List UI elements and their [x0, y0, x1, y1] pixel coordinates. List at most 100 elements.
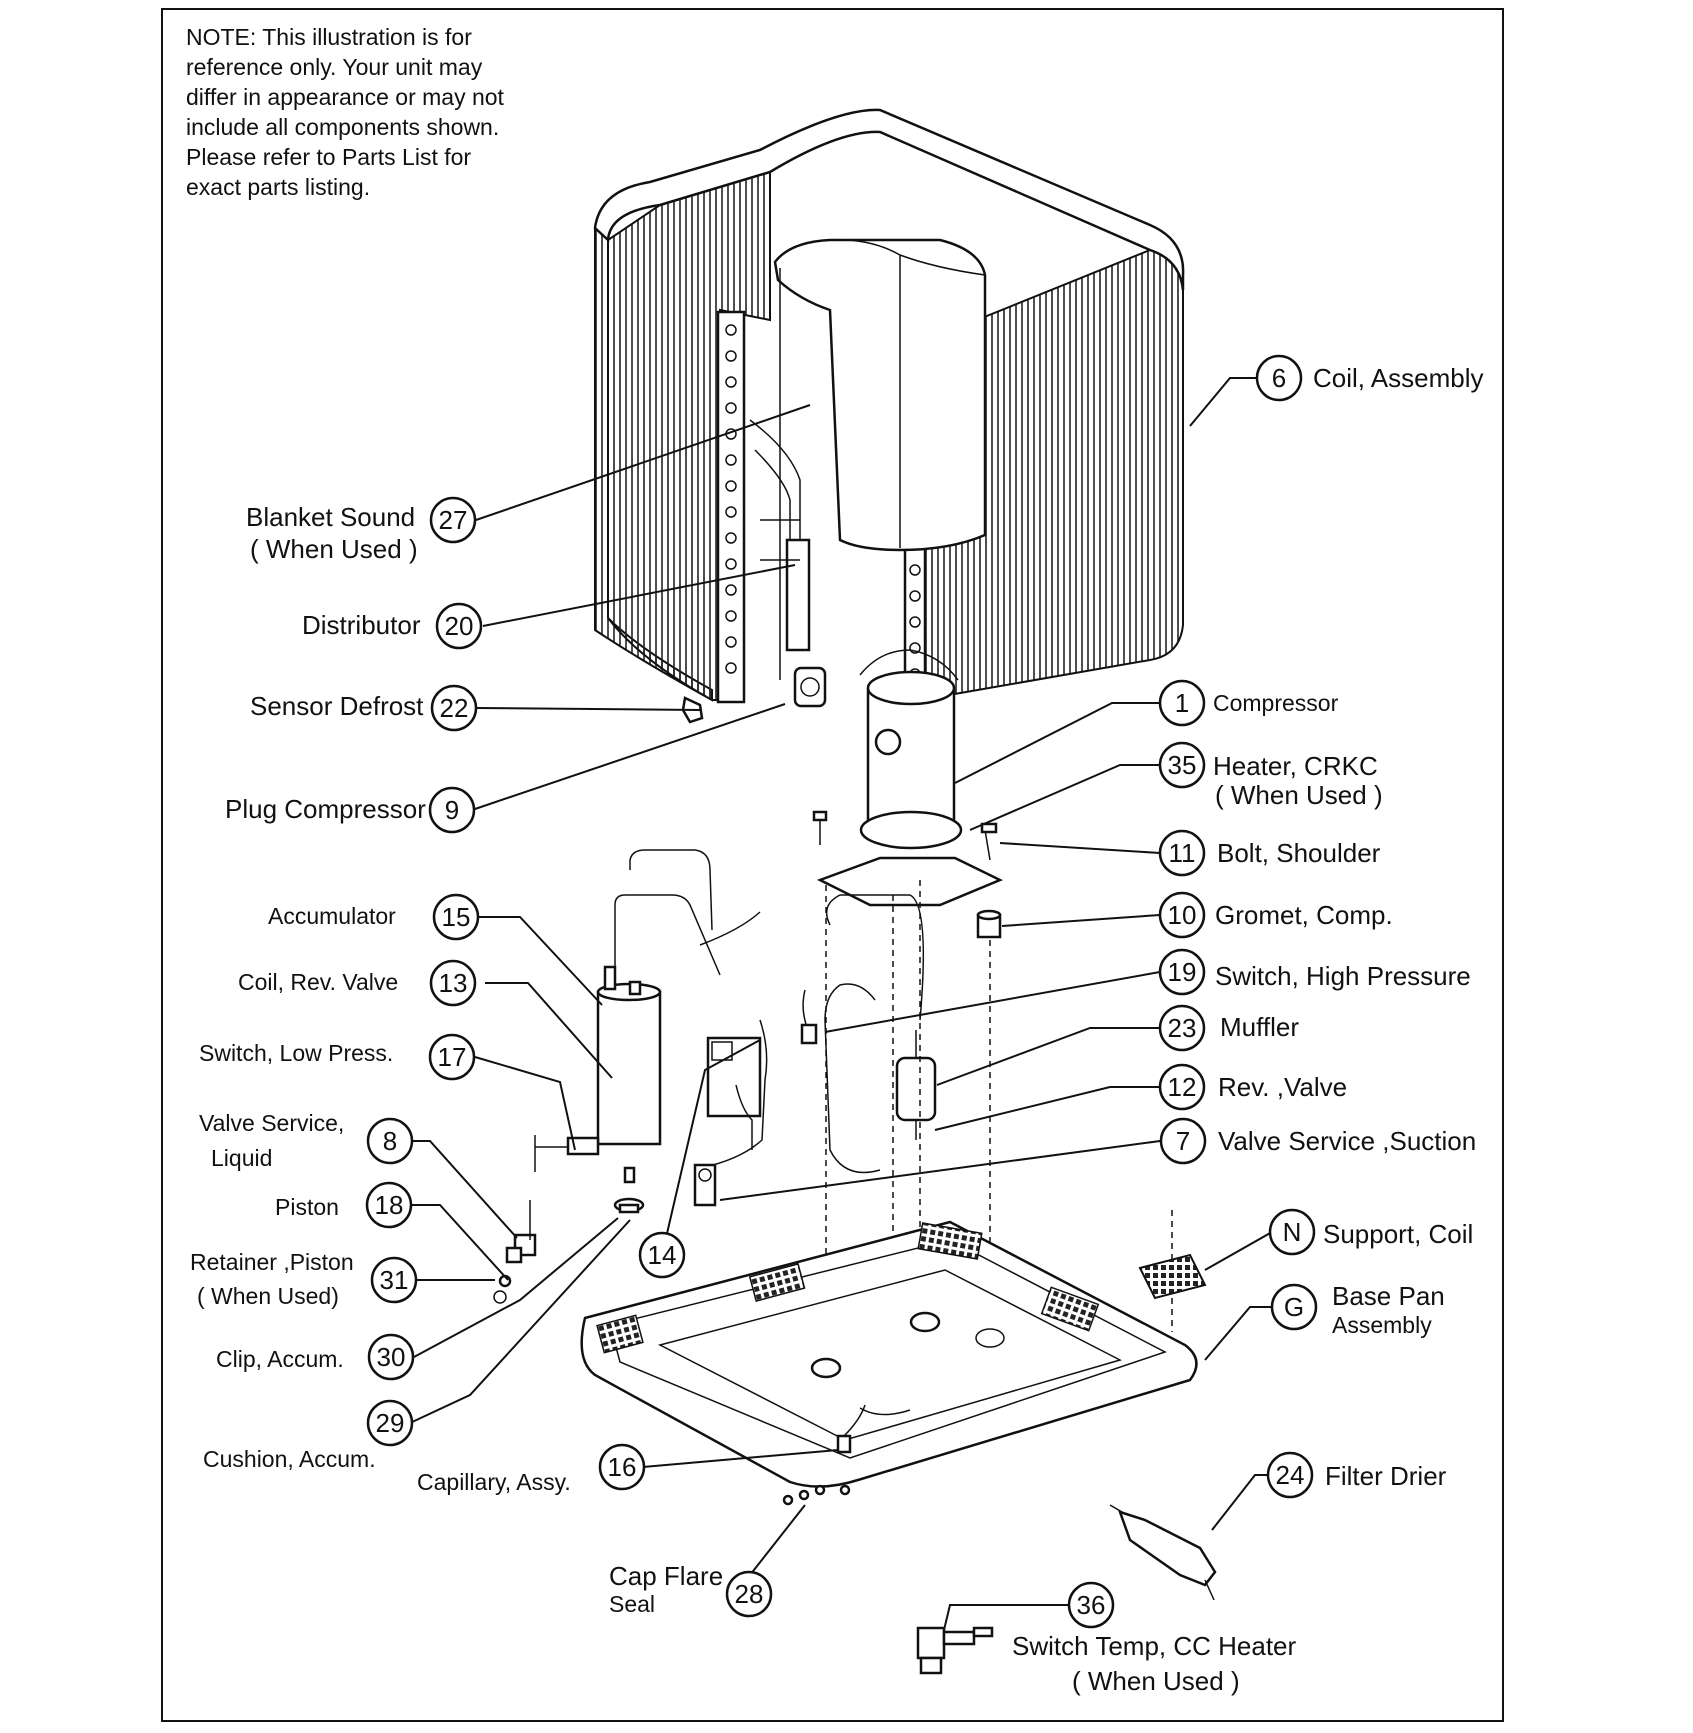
callout-label-2: Assembly: [1332, 1312, 1432, 1338]
callout-label: Switch Temp, CC Heater: [1012, 1631, 1297, 1661]
callout-label: Coil, Rev. Valve: [238, 969, 398, 995]
base-pan: [580, 1220, 1198, 1488]
callout-number: 22: [440, 693, 469, 723]
callout-label: Coil, Assembly: [1313, 363, 1484, 393]
callout-label: Retainer ,Piston: [190, 1249, 354, 1275]
callout-10: 10 Gromet, Comp.: [1158, 891, 1393, 939]
callout-28: 28 Cap Flare Seal: [609, 1561, 773, 1618]
callout-number: 1: [1175, 688, 1189, 718]
callout-label-2: ( When Used ): [1215, 780, 1383, 810]
callout-label: Compressor: [1213, 690, 1339, 716]
valve-service-suction: [693, 1163, 717, 1207]
cap-flare-seals: [782, 1484, 851, 1506]
callout-16: 16 Capillary, Assy.: [417, 1443, 646, 1495]
callout-29: 29 Cushion, Accum.: [203, 1399, 414, 1472]
callout-number: 11: [1169, 838, 1196, 868]
callout-7: 7 Valve Service ,Suction: [1159, 1117, 1476, 1165]
callout-number: 7: [1176, 1126, 1190, 1156]
callout-number: 9: [445, 795, 459, 825]
callout-24: 24 Filter Drier: [1266, 1451, 1447, 1499]
callout-label: Switch, High Pressure: [1215, 961, 1471, 991]
cushion-accum: [613, 1197, 645, 1214]
callout-label: Clip, Accum.: [216, 1346, 344, 1372]
callout-number: 29: [376, 1408, 405, 1438]
reference-note: NOTE: This illustration is for reference…: [186, 24, 504, 200]
callout-27: 27 Blanket Sound ( When Used ): [246, 496, 477, 564]
callout-23: 23 Muffler: [1158, 1004, 1299, 1052]
callout-22: 22 Sensor Defrost: [250, 684, 478, 732]
callout-14: 14: [638, 1231, 686, 1279]
callout-number: 16: [608, 1452, 637, 1482]
callout-label: Gromet, Comp.: [1215, 900, 1393, 930]
callout-label-2: ( When Used ): [1072, 1666, 1240, 1696]
callout-number: 10: [1168, 900, 1197, 930]
callout-number: 17: [438, 1042, 467, 1072]
callout-label: Muffler: [1220, 1012, 1299, 1042]
accumulator: [596, 849, 761, 1146]
callout-1: 1 Compressor: [1158, 679, 1339, 727]
callout-label: Piston: [275, 1194, 339, 1220]
grommet-comp: [976, 909, 1002, 939]
callout-number: 30: [377, 1342, 406, 1372]
callout-number: 18: [375, 1190, 404, 1220]
bolt-shoulder: [812, 810, 998, 861]
callout-label: Distributor: [302, 610, 421, 640]
callout-label: Rev. ,Valve: [1218, 1072, 1347, 1102]
callout-number: 13: [439, 968, 468, 998]
callout-label: Switch, Low Press.: [199, 1040, 393, 1066]
callout-30: 30 Clip, Accum.: [216, 1333, 415, 1381]
callout-11: 11 Bolt, Shoulder: [1158, 829, 1381, 877]
callout-number: 12: [1168, 1072, 1197, 1102]
callout-number: 35: [1168, 750, 1197, 780]
callout-36: 36 Switch Temp, CC Heater ( When Used ): [1012, 1581, 1297, 1696]
compressor: [816, 649, 1004, 907]
callout-18: 18 Piston: [275, 1181, 413, 1229]
callout-label: Base Pan: [1332, 1281, 1445, 1311]
callout-number: 31: [380, 1265, 409, 1295]
callout-number: 24: [1276, 1460, 1305, 1490]
callout-label: Bolt, Shoulder: [1217, 838, 1381, 868]
filter-drier: [1109, 1504, 1217, 1601]
callout-label: Cushion, Accum.: [203, 1446, 376, 1472]
callout-number: 36: [1077, 1590, 1106, 1620]
callout-number: 28: [735, 1579, 764, 1609]
callout-number: 19: [1168, 957, 1197, 987]
reversing-valve: [699, 1019, 768, 1169]
callout-label: Plug Compressor: [225, 794, 426, 824]
distributor: [749, 419, 811, 652]
callout-label: Sensor Defrost: [250, 691, 424, 721]
valve-service-liquid: [505, 1200, 537, 1264]
support-coil: [1138, 1253, 1207, 1300]
callout-number: 15: [442, 902, 471, 932]
callout-N: N Support, Coil: [1268, 1208, 1473, 1256]
callout-label: Heater, CRKC: [1213, 751, 1378, 781]
callout-13: 13 Coil, Rev. Valve: [238, 959, 477, 1007]
callout-20: 20 Distributor: [302, 602, 483, 650]
callout-label: Valve Service ,Suction: [1218, 1126, 1476, 1156]
callout-number: 8: [383, 1126, 397, 1156]
sound-blanket: [773, 238, 987, 680]
switch-temp-cc-heater: [916, 1626, 994, 1675]
callout-17: 17 Switch, Low Press.: [199, 1033, 476, 1081]
callout-12: 12 Rev. ,Valve: [1158, 1063, 1347, 1111]
callout-number: 20: [445, 611, 474, 641]
suction-piping: [824, 894, 925, 1174]
switch-high-pressure: [800, 989, 818, 1045]
muffler: [895, 1030, 937, 1140]
callout-label-2: Seal: [609, 1591, 655, 1617]
callout-label: Accumulator: [268, 903, 396, 929]
callout-label: Valve Service,: [199, 1110, 344, 1136]
callout-number: 14: [648, 1240, 677, 1270]
callout-number: G: [1284, 1292, 1304, 1322]
callout-number: 27: [439, 505, 468, 535]
callout-label: Blanket Sound: [246, 502, 415, 532]
callout-label: Support, Coil: [1323, 1219, 1473, 1249]
callout-label-2: ( When Used ): [250, 534, 418, 564]
switch-low-press: [534, 1135, 600, 1172]
callout-19: 19 Switch, High Pressure: [1158, 948, 1471, 996]
callout-number: 23: [1168, 1013, 1197, 1043]
callout-15: 15 Accumulator: [268, 893, 480, 941]
callout-label: Filter Drier: [1325, 1461, 1447, 1491]
clip-accum: [623, 1166, 636, 1184]
